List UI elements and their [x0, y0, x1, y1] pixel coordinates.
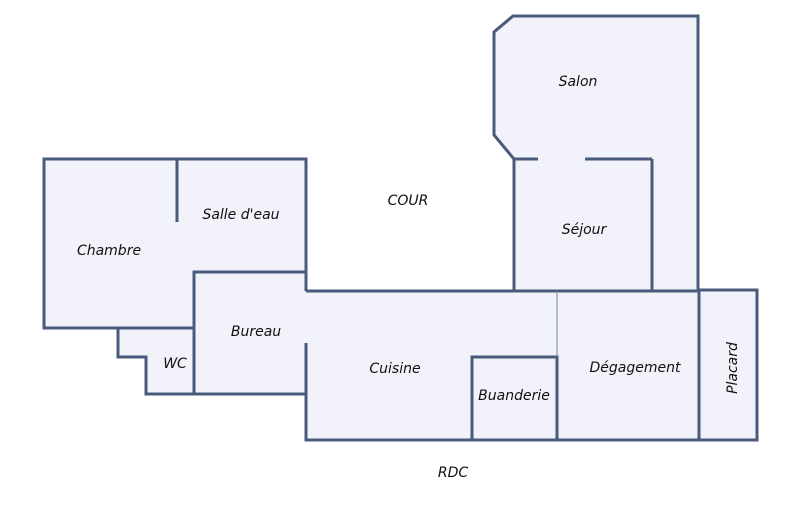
floor-label: RDC: [438, 465, 469, 481]
room-label-salon: Salon: [559, 74, 598, 90]
walls: [42, 14, 759, 442]
room-label-degagement: Dégagement: [590, 360, 681, 376]
room-label-placard: Placard: [725, 342, 741, 394]
room-label-buanderie: Buanderie: [478, 388, 550, 404]
room-label-wc: WC: [163, 356, 187, 372]
bottom-outer-wall: [304, 288, 759, 442]
courtyard-label: COUR: [388, 193, 429, 209]
left-wing-wall: [42, 157, 308, 330]
room-label-salle-eau: Salle d'eau: [202, 207, 279, 223]
wc-wall: [116, 328, 194, 396]
labels: Salon COUR Salle d'eau Séjour Chambre Bu…: [77, 74, 741, 481]
room-label-sejour: Séjour: [562, 222, 608, 238]
room-label-cuisine: Cuisine: [369, 361, 420, 377]
buanderie-wall: [470, 355, 559, 440]
floor-fill: [44, 16, 757, 440]
room-label-chambre: Chambre: [77, 243, 141, 259]
room-label-bureau: Bureau: [231, 324, 281, 340]
bureau-wall: [192, 270, 306, 394]
